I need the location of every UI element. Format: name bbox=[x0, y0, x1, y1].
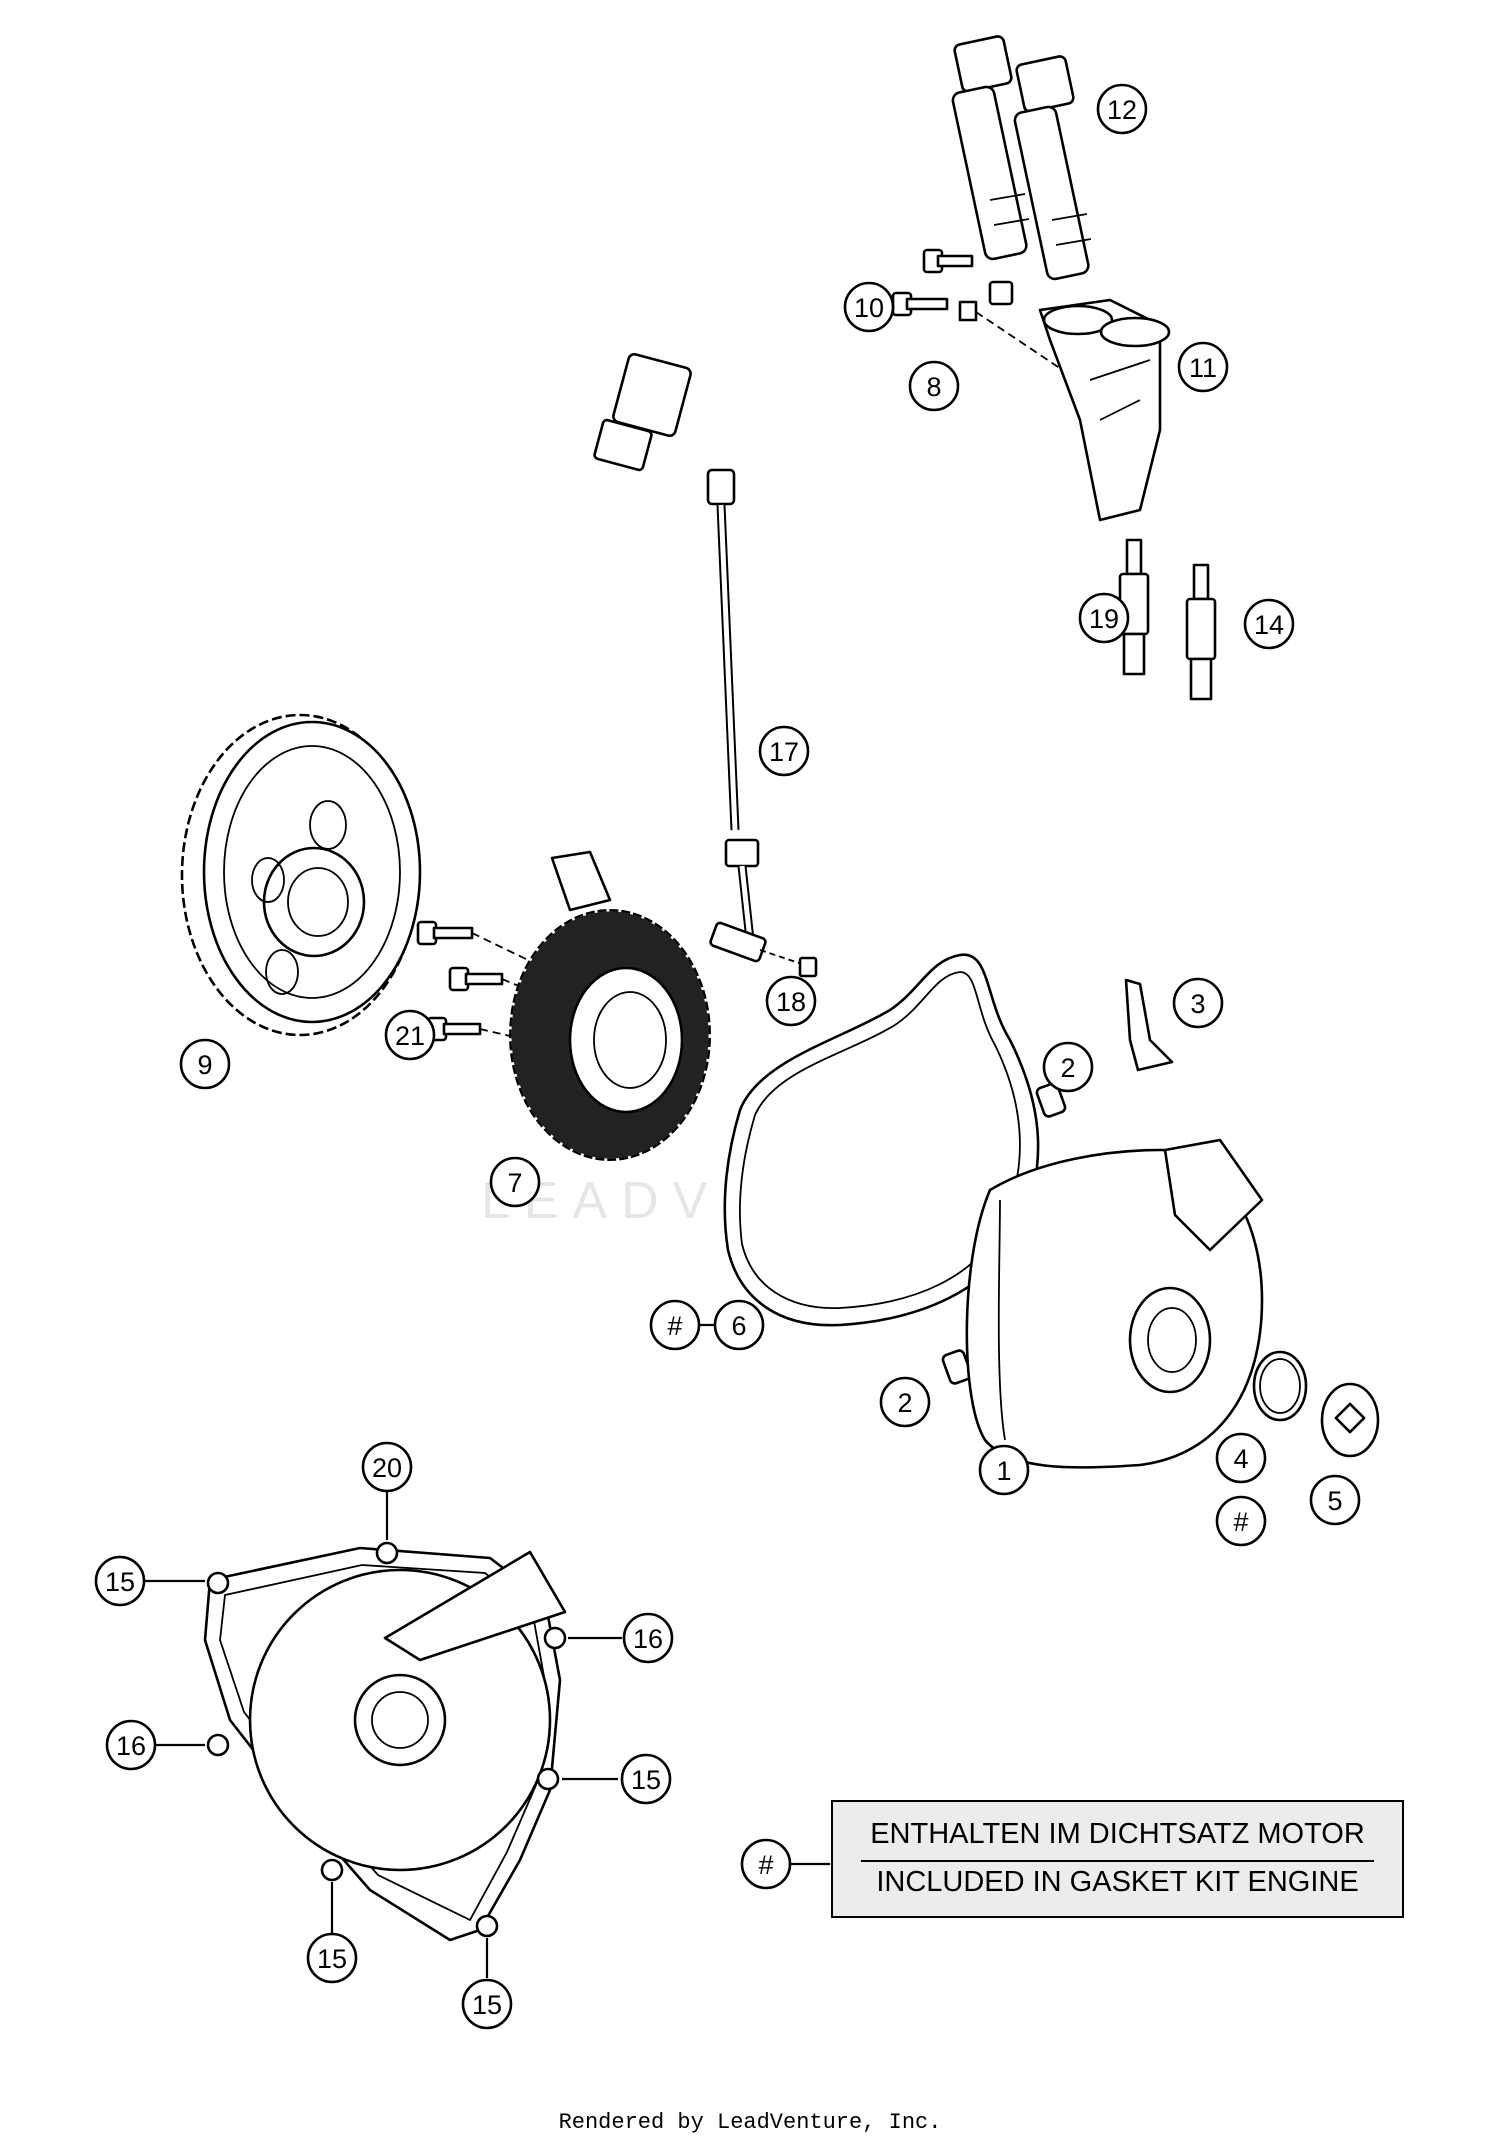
svg-text:4: 4 bbox=[1233, 1444, 1248, 1474]
callout-15-bottom: 15 bbox=[461, 1978, 513, 2030]
generator-cover-drawing bbox=[965, 1138, 1264, 1469]
svg-text:3: 3 bbox=[1190, 989, 1205, 1019]
callout-12: 12 bbox=[1096, 83, 1148, 135]
svg-text:16: 16 bbox=[116, 1731, 146, 1761]
callout-18: 18 bbox=[765, 975, 817, 1027]
cable-clip-drawing bbox=[1124, 978, 1174, 1072]
svg-text:14: 14 bbox=[1254, 610, 1284, 640]
gasket-kit-legend: ENTHALTEN IM DICHTSATZ MOTOR INCLUDED IN… bbox=[831, 1800, 1404, 1918]
legend-hash-callout: # bbox=[740, 1838, 792, 1890]
callout-1: 1 bbox=[978, 1444, 1030, 1496]
callout-20: 20 bbox=[361, 1441, 413, 1493]
callout-5: 5 bbox=[1309, 1474, 1361, 1526]
stator-drawing bbox=[508, 908, 712, 1162]
svg-text:18: 18 bbox=[776, 987, 806, 1017]
callout-7: 7 bbox=[489, 1156, 541, 1208]
callout-17: 17 bbox=[758, 725, 810, 777]
generator-cover-rear-drawing bbox=[203, 1541, 567, 1942]
legend-line-english: INCLUDED IN GASKET KIT ENGINE bbox=[876, 1866, 1359, 1898]
callout-15-right: 15 bbox=[620, 1753, 672, 1805]
cover-gasket-drawing bbox=[723, 953, 1040, 1327]
svg-text:15: 15 bbox=[317, 1944, 347, 1974]
callout-2-bottom: 2 bbox=[879, 1376, 931, 1428]
svg-text:15: 15 bbox=[105, 1567, 135, 1597]
svg-text:#: # bbox=[1233, 1507, 1248, 1537]
svg-text:6: 6 bbox=[731, 1311, 746, 1341]
callout-16-left: 16 bbox=[105, 1719, 157, 1771]
callout-6: 6 bbox=[713, 1299, 765, 1351]
callout-10: 10 bbox=[843, 281, 895, 333]
svg-text:2: 2 bbox=[1060, 1053, 1075, 1083]
svg-text:16: 16 bbox=[633, 1624, 663, 1654]
svg-text:10: 10 bbox=[854, 293, 884, 323]
svg-text:15: 15 bbox=[631, 1765, 661, 1795]
coil-bracket-drawing bbox=[1038, 298, 1171, 522]
callout-9: 9 bbox=[179, 1038, 231, 1090]
o-ring-and-plug-drawing bbox=[1252, 1350, 1380, 1458]
svg-text:#: # bbox=[667, 1311, 682, 1341]
svg-text:15: 15 bbox=[472, 1990, 502, 2020]
svg-text:20: 20 bbox=[372, 1453, 402, 1483]
legend-divider bbox=[861, 1860, 1374, 1862]
callout-8: 8 bbox=[908, 360, 960, 412]
svg-text:17: 17 bbox=[769, 737, 799, 767]
dowel-pins-drawing bbox=[941, 1082, 1067, 1385]
svg-text:12: 12 bbox=[1107, 95, 1137, 125]
spark-plugs-drawing bbox=[1118, 538, 1217, 701]
sensor-cable-drawing bbox=[706, 468, 818, 978]
svg-text:9: 9 bbox=[197, 1050, 212, 1080]
flywheel-rotor-drawing bbox=[180, 713, 422, 1037]
svg-text:21: 21 bbox=[395, 1021, 425, 1051]
ignition-coils-drawing bbox=[951, 35, 1092, 281]
svg-text:1: 1 bbox=[996, 1456, 1011, 1486]
svg-text:2: 2 bbox=[897, 1388, 912, 1418]
callout-15-top-left: 15 bbox=[94, 1555, 146, 1607]
footer-credit: Rendered by LeadVenture, Inc. bbox=[558, 2110, 942, 2135]
stator-wiring-drawing bbox=[465, 352, 692, 912]
svg-text:#: # bbox=[758, 1850, 773, 1880]
callout-6-hash: # bbox=[649, 1299, 701, 1351]
callout-4-hash: # bbox=[1215, 1495, 1267, 1547]
callout-leaders bbox=[144, 1323, 830, 1978]
callout-2-top: 2 bbox=[1042, 1041, 1094, 1093]
callout-4: 4 bbox=[1215, 1432, 1267, 1484]
svg-text:7: 7 bbox=[507, 1168, 522, 1198]
svg-text:11: 11 bbox=[1189, 353, 1217, 383]
svg-text:19: 19 bbox=[1089, 604, 1119, 634]
svg-text:8: 8 bbox=[926, 372, 941, 402]
callout-14: 14 bbox=[1243, 598, 1295, 650]
callout-15-bottom-left: 15 bbox=[306, 1932, 358, 1984]
legend-line-german: ENTHALTEN IM DICHTSATZ MOTOR bbox=[870, 1818, 1365, 1850]
callout-16-right: 16 bbox=[622, 1612, 674, 1664]
callout-11: 11 bbox=[1177, 341, 1229, 393]
svg-text:5: 5 bbox=[1327, 1486, 1342, 1516]
callout-3: 3 bbox=[1172, 977, 1224, 1029]
callout-19: 19 bbox=[1078, 592, 1130, 644]
callout-21: 21 bbox=[384, 1009, 436, 1061]
